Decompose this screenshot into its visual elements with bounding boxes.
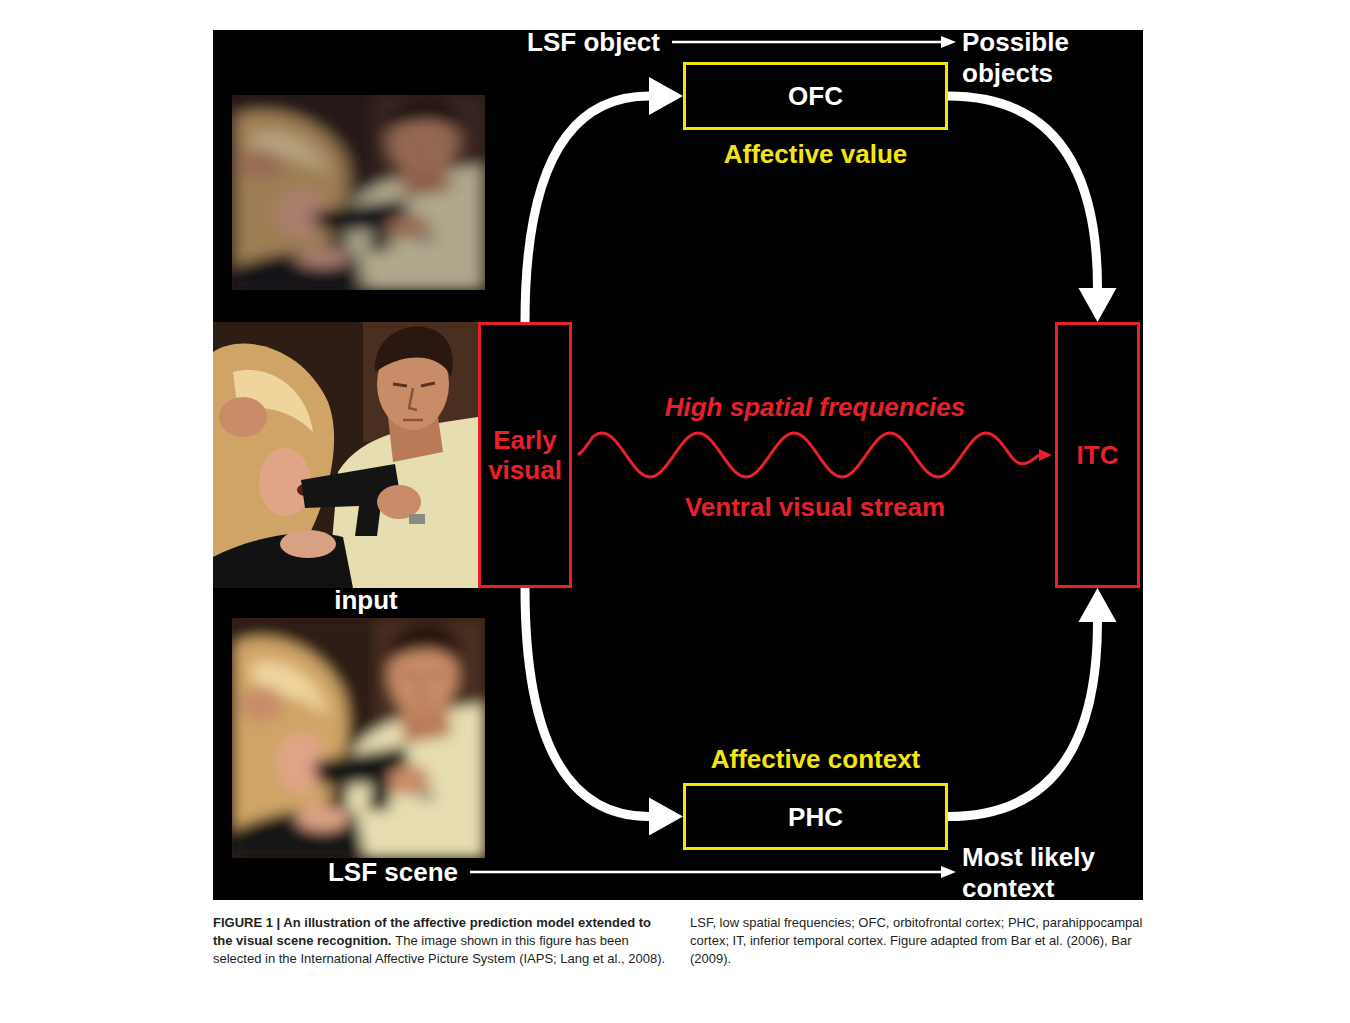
region-box: OFCAffective value — [683, 62, 948, 130]
scene — [213, 322, 478, 588]
stage-box: Early visual — [478, 322, 572, 588]
arrow-head — [1079, 588, 1117, 622]
arrow-head — [941, 36, 956, 48]
region-box: Affective contextPHC — [683, 783, 948, 850]
output-label: Possible objects — [962, 27, 1112, 89]
thin-arrow — [470, 871, 942, 874]
arrow-head — [649, 798, 683, 836]
figure-caption-block: FIGURE 1 | An illustration of the affect… — [213, 914, 1143, 968]
pathway-label: Ventral visual stream — [595, 492, 1035, 523]
arrow-head — [941, 866, 956, 878]
arrow-head — [1039, 449, 1052, 461]
stage-box: ITC — [1055, 322, 1140, 588]
input-label: LSF object — [470, 27, 660, 58]
photo-background — [232, 95, 485, 290]
arrow-head — [649, 77, 683, 115]
wavy-connector — [578, 433, 1039, 477]
curved-connector — [948, 622, 1098, 817]
output-label: Most likely context — [962, 842, 1112, 904]
region-name: PHC — [788, 802, 843, 832]
affective-label: Affective context — [711, 744, 921, 774]
photo-tint — [232, 95, 485, 290]
lsf-object-photo — [232, 95, 485, 290]
curved-connector — [948, 96, 1098, 288]
affective-label: Affective value — [724, 139, 908, 169]
curved-connector — [525, 96, 649, 322]
photo-background — [232, 618, 485, 858]
thin-arrow — [672, 41, 942, 44]
edge-label: High spatial frequencies — [565, 392, 1065, 422]
input-photo — [213, 322, 478, 588]
arrow-head — [1079, 288, 1117, 322]
image-label: input — [306, 585, 426, 616]
connector — [525, 588, 683, 836]
blurred-scene — [232, 95, 485, 290]
stage-name: Early visual — [487, 425, 563, 485]
curved-connector — [525, 588, 649, 817]
lsf-scene-photo — [232, 618, 485, 858]
connector — [948, 588, 1117, 817]
connector — [948, 96, 1117, 322]
region-name: OFC — [788, 81, 843, 111]
input-label: LSF scene — [290, 857, 458, 888]
blurred-scene — [232, 618, 485, 858]
connector — [578, 433, 1052, 477]
region-name: ITC — [1077, 440, 1119, 470]
connector — [525, 77, 683, 322]
